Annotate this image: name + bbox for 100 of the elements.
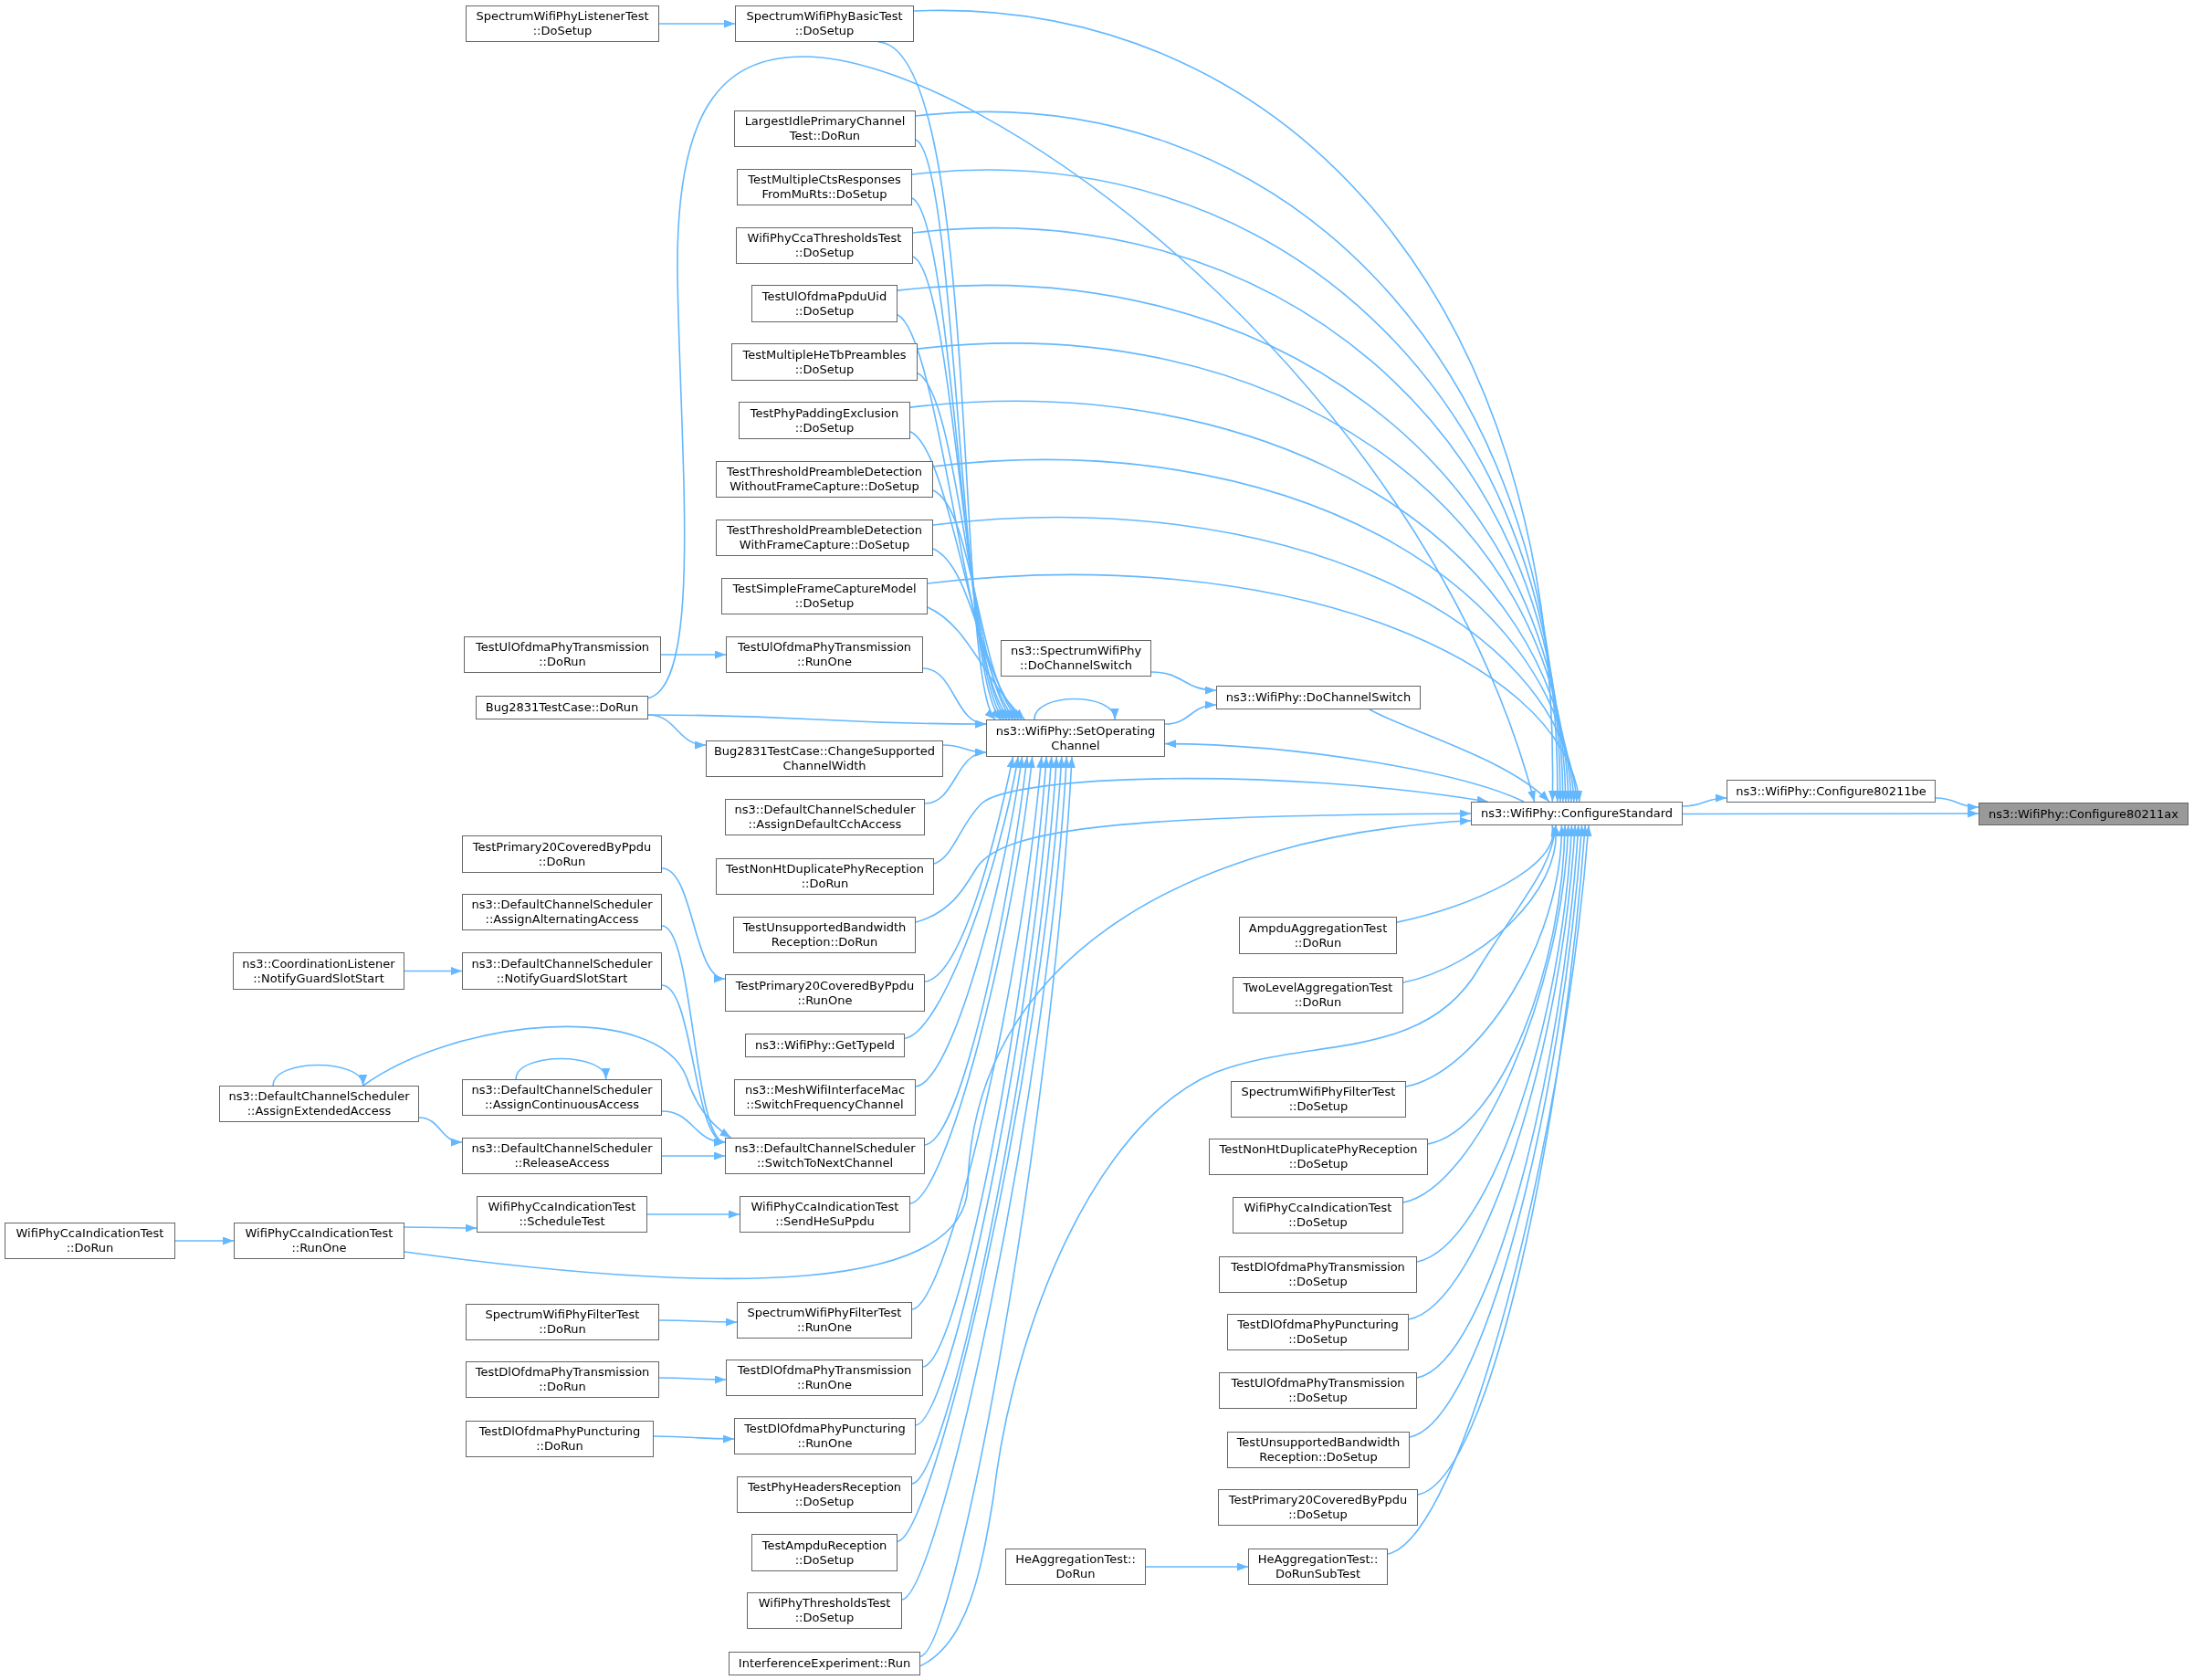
call-arrow bbox=[915, 756, 1025, 1087]
call-arrow bbox=[1402, 824, 1572, 1203]
call-arrow bbox=[1369, 709, 1550, 803]
function-name: WifiPhyThresholdsTest ::DoSetup bbox=[757, 1596, 892, 1625]
function-name: WifiPhyCcaThresholdsTest ::DoSetup bbox=[746, 231, 903, 260]
call-arrow bbox=[932, 517, 1580, 803]
call-arrow bbox=[932, 459, 1577, 803]
function-node bbox=[735, 5, 914, 42]
function-name: ns3::WifiPhy::Configure80211ax bbox=[1989, 806, 2178, 822]
function-name: TestDlOfdmaPhyTransmission ::DoRun bbox=[474, 1365, 651, 1394]
function-node bbox=[462, 835, 662, 873]
function-name: SpectrumWifiPhyFilterTest ::RunOne bbox=[746, 1306, 903, 1335]
function-node bbox=[1218, 1489, 1418, 1526]
function-name: TestDlOfdmaPhyPuncturing ::DoSetup bbox=[1236, 1318, 1400, 1347]
function-node bbox=[706, 740, 943, 777]
function-node bbox=[1239, 917, 1397, 954]
function-node bbox=[751, 285, 898, 322]
call-arrow bbox=[362, 1025, 732, 1139]
function-node bbox=[219, 1086, 419, 1122]
call-arrow bbox=[1402, 824, 1560, 983]
function-node bbox=[5, 1223, 175, 1259]
call-arrow bbox=[515, 1057, 607, 1080]
call-arrow bbox=[658, 1318, 738, 1327]
function-name: ns3::WifiPhy::ConfigureStandard bbox=[1480, 806, 1674, 821]
function-name: TestUlOfdmaPhyTransmission ::DoSetup bbox=[1230, 1376, 1406, 1405]
function-node bbox=[1471, 802, 1683, 825]
function-name: TestAmpduReception ::DoSetup bbox=[761, 1538, 888, 1568]
call-arrow bbox=[927, 606, 1025, 720]
call-arrow bbox=[661, 1151, 726, 1160]
function-name: WifiPhyCcaIndicationTest ::ScheduleTest bbox=[487, 1200, 637, 1229]
function-name: AmpduAggregationTest ::DoRun bbox=[1247, 920, 1389, 950]
function-node bbox=[464, 636, 661, 673]
function-name: ns3::DefaultChannelScheduler ::NotifyGuardSlotStart bbox=[470, 956, 654, 986]
function-node bbox=[745, 1034, 905, 1057]
function-node bbox=[1979, 803, 2189, 825]
function-name: TestPhyHeadersReception ::DoSetup bbox=[746, 1480, 903, 1509]
function-name: WifiPhyCcaIndicationTest ::DoSetup bbox=[1243, 1201, 1393, 1230]
function-node bbox=[736, 227, 913, 264]
function-node bbox=[726, 1360, 923, 1396]
call-arrow bbox=[917, 373, 1013, 720]
function-name: TestUlOfdmaPpduUid ::DoSetup bbox=[761, 289, 888, 319]
call-arrow bbox=[658, 19, 736, 28]
call-arrow bbox=[1682, 793, 1727, 807]
function-name: TestUnsupportedBandwidth Reception::DoSetup bbox=[1235, 1435, 1401, 1465]
call-arrow bbox=[924, 756, 1015, 982]
call-arrow bbox=[909, 756, 1035, 1204]
function-name: WifiPhyCcaIndicationTest ::RunOne bbox=[244, 1226, 394, 1255]
function-node bbox=[737, 1302, 912, 1339]
call-arrow bbox=[915, 809, 1472, 923]
function-node bbox=[734, 1418, 916, 1454]
function-node bbox=[734, 1079, 916, 1116]
function-name: TestDlOfdmaPhyPuncturing ::DoRun bbox=[478, 1424, 642, 1454]
function-node bbox=[726, 636, 923, 673]
function-node bbox=[725, 1138, 925, 1174]
function-node bbox=[986, 719, 1165, 757]
function-name: SpectrumWifiPhyFilterTest ::DoSetup bbox=[1240, 1085, 1397, 1114]
function-name: TestThresholdPreambleDetection WithoutFrameCapture::DoSetup bbox=[726, 465, 923, 494]
function-name: TestDlOfdmaPhyTransmission ::RunOne bbox=[736, 1363, 913, 1392]
function-name: TestPrimary20CoveredByPpdu ::DoSetup bbox=[1227, 1493, 1409, 1522]
function-node bbox=[1209, 1139, 1428, 1175]
call-arrow bbox=[1034, 698, 1117, 720]
function-node bbox=[737, 169, 912, 205]
function-name: TestNonHtDuplicatePhyReception ::DoRun bbox=[725, 862, 925, 891]
function-name: ns3::WifiPhy::GetTypeId bbox=[754, 1038, 896, 1053]
call-arrow bbox=[404, 1223, 478, 1233]
function-node bbox=[462, 894, 662, 930]
call-arrow bbox=[924, 750, 987, 804]
function-node bbox=[466, 1361, 659, 1398]
call-arrow bbox=[1145, 1562, 1249, 1571]
call-arrow bbox=[1408, 824, 1579, 1320]
function-name: ns3::SpectrumWifiPhy ::DoChannelSwitch bbox=[1009, 644, 1143, 673]
function-name: TestPhyPaddingExclusion ::DoSetup bbox=[749, 405, 900, 436]
function-name: SpectrumWifiPhyBasicTest ::DoSetup bbox=[745, 9, 904, 38]
call-arrow bbox=[877, 41, 996, 720]
function-node bbox=[1231, 1081, 1406, 1118]
function-node bbox=[725, 974, 925, 1012]
call-arrow bbox=[904, 756, 1021, 1039]
call-arrow bbox=[919, 756, 1076, 1657]
function-node bbox=[739, 402, 910, 439]
call-arrow bbox=[1416, 824, 1576, 1263]
function-node bbox=[1233, 977, 1403, 1013]
function-name: LargestIdlePrimaryChannel Test::DoRun bbox=[743, 114, 907, 143]
function-node bbox=[233, 952, 404, 990]
call-arrow bbox=[404, 967, 463, 975]
function-node bbox=[731, 343, 918, 381]
function-node bbox=[751, 1534, 898, 1571]
function-name: TestDlOfdmaPhyPuncturing ::RunOne bbox=[743, 1422, 907, 1451]
function-name: SpectrumWifiPhyFilterTest ::DoRun bbox=[484, 1307, 641, 1337]
function-name: InterferenceExperiment::Run bbox=[738, 1656, 911, 1671]
function-node bbox=[729, 1652, 920, 1675]
call-arrow bbox=[922, 667, 987, 727]
function-name: TestMultipleCtsResponses FromMuRts::DoSetup bbox=[747, 173, 902, 202]
function-node bbox=[716, 858, 934, 895]
call-arrow bbox=[1682, 809, 1979, 818]
function-node bbox=[1727, 780, 1936, 803]
function-node bbox=[1233, 1197, 1403, 1234]
call-arrow bbox=[658, 1375, 727, 1384]
function-name: TestUnsupportedBandwidth Reception::DoRun bbox=[741, 920, 908, 950]
function-name: TestUlOfdmaPhyTransmission ::DoRun bbox=[474, 640, 651, 669]
call-arrow bbox=[1416, 824, 1582, 1379]
